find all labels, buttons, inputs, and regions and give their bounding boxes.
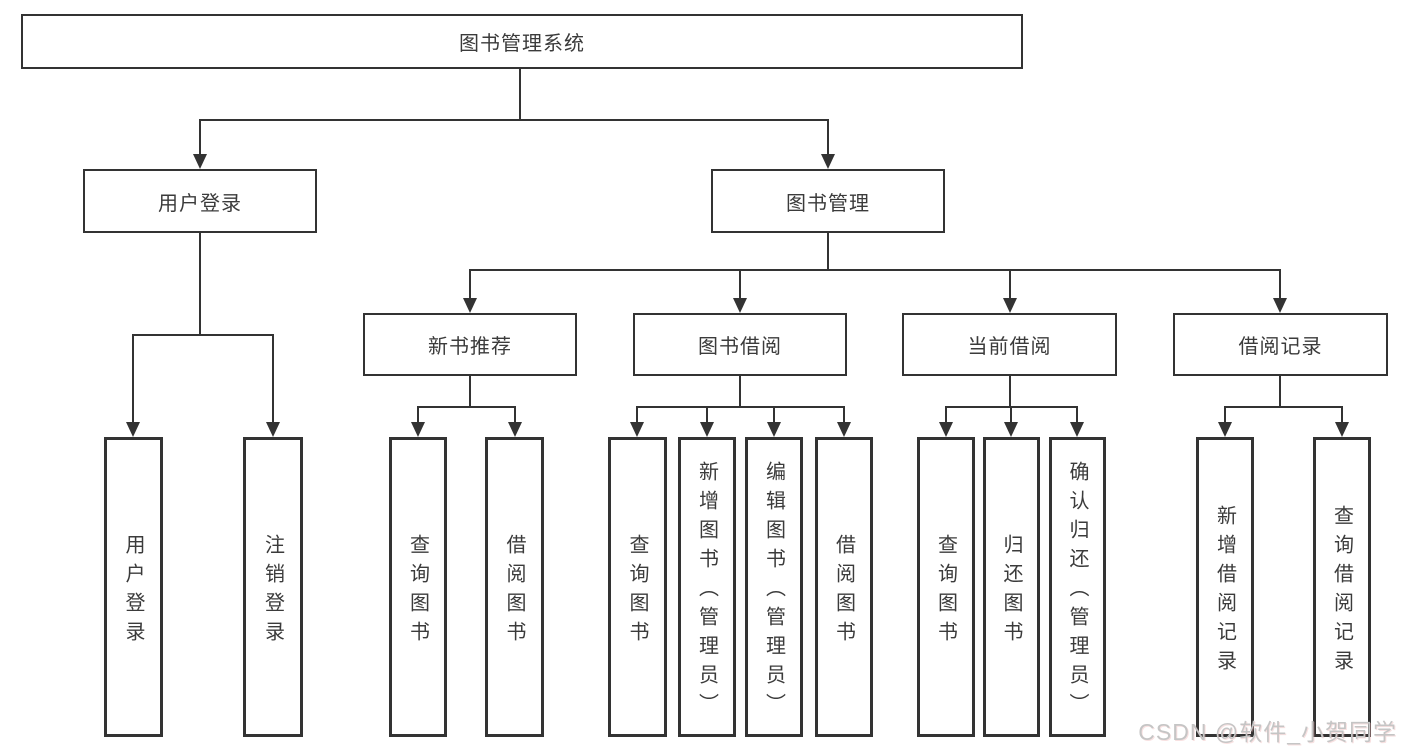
arrowhead-icon <box>1273 298 1287 313</box>
node-leaf-nb-borrow: 借阅图书 <box>485 437 544 737</box>
leaf-label: 借阅图书 <box>832 533 855 650</box>
arrowhead-icon <box>1335 422 1349 437</box>
node-user-login: 用户登录 <box>83 169 317 233</box>
node-current-borrow-label: 当前借阅 <box>967 336 1052 358</box>
connector-line <box>1009 376 1011 408</box>
arrowhead-icon <box>1070 422 1084 437</box>
node-user-login-label: 用户登录 <box>158 192 242 215</box>
node-leaf-bb-edit: 编辑图书（管理员） <box>745 437 803 737</box>
arrowhead-icon <box>767 422 781 437</box>
connector-line <box>843 406 845 424</box>
connector-line <box>132 334 134 424</box>
leaf-label: 查询图书 <box>406 533 429 650</box>
arrowhead-icon <box>266 422 280 437</box>
connector-line <box>469 376 471 408</box>
leaf-label: 归还图书 <box>1000 533 1022 650</box>
connector-line <box>1224 406 1343 408</box>
node-current-borrow: 当前借阅 <box>902 313 1117 376</box>
connector-line <box>469 269 1280 271</box>
connector-line <box>1010 406 1012 424</box>
connector-line <box>514 406 516 424</box>
connector-line <box>636 406 638 424</box>
arrowhead-icon <box>411 422 425 437</box>
connector-line <box>1341 406 1343 424</box>
leaf-label: 注销登录 <box>261 533 284 650</box>
connector-line <box>417 406 516 408</box>
connector-line <box>827 119 829 156</box>
leaf-label: 查询图书 <box>626 533 648 650</box>
connector-line <box>636 406 845 408</box>
connector-line <box>706 406 708 424</box>
node-leaf-bb-query: 查询图书 <box>608 437 667 737</box>
node-root-label: 图书管理系统 <box>459 33 585 55</box>
arrowhead-icon <box>700 422 714 437</box>
leaf-label: 新增图书（管理员） <box>695 461 718 722</box>
node-new-book-rec: 新书推荐 <box>363 313 577 376</box>
node-leaf-bb-borrow: 借阅图书 <box>815 437 873 737</box>
node-leaf-br-query: 查询借阅记录 <box>1313 437 1371 737</box>
arrowhead-icon <box>1004 422 1018 437</box>
connector-line <box>773 406 775 424</box>
leaf-label: 用户登录 <box>122 533 144 650</box>
csdn-watermark: CSDN @软件_小贺同学 <box>1138 719 1397 745</box>
connector-line <box>132 334 273 336</box>
node-leaf-nb-query: 查询图书 <box>389 437 447 737</box>
connector-line <box>1279 376 1281 408</box>
connector-line <box>469 269 471 300</box>
connector-line <box>519 69 521 120</box>
node-book-borrow-label: 图书借阅 <box>698 336 782 358</box>
connector-line <box>199 119 201 156</box>
connector-line <box>739 376 741 408</box>
arrowhead-icon <box>508 422 522 437</box>
connector-line <box>1279 269 1281 300</box>
node-book-borrow: 图书借阅 <box>633 313 847 376</box>
connector-line <box>827 233 829 271</box>
node-leaf-cb-confirm: 确认归还（管理员） <box>1049 437 1106 737</box>
node-leaf-logout: 注销登录 <box>243 437 303 737</box>
node-leaf-cb-return: 归还图书 <box>983 437 1040 737</box>
leaf-label: 查询图书 <box>934 533 957 650</box>
node-new-book-rec-label: 新书推荐 <box>428 336 512 358</box>
node-borrow-records-label: 借阅记录 <box>1238 336 1323 358</box>
arrowhead-icon <box>463 298 477 313</box>
connector-line <box>739 269 741 300</box>
arrowhead-icon <box>1218 422 1232 437</box>
node-leaf-user-login: 用户登录 <box>104 437 163 737</box>
connector-line <box>945 406 947 424</box>
arrowhead-icon <box>821 154 835 169</box>
node-borrow-records: 借阅记录 <box>1173 313 1388 376</box>
node-book-mgmt-label: 图书管理 <box>786 192 870 215</box>
leaf-label: 编辑图书（管理员） <box>762 461 785 722</box>
arrowhead-icon <box>837 422 851 437</box>
node-root: 图书管理系统 <box>21 14 1023 69</box>
connector-line <box>199 119 829 121</box>
arrowhead-icon <box>126 422 140 437</box>
arrowhead-icon <box>1003 298 1017 313</box>
node-leaf-bb-add: 新增图书（管理员） <box>678 437 736 737</box>
connector-line <box>417 406 419 424</box>
leaf-label: 查询借阅记录 <box>1330 504 1353 679</box>
arrowhead-icon <box>193 154 207 169</box>
node-book-mgmt: 图书管理 <box>711 169 945 233</box>
connector-line <box>1076 406 1078 424</box>
leaf-label: 确认归还（管理员） <box>1066 461 1088 722</box>
arrowhead-icon <box>939 422 953 437</box>
node-leaf-cb-query: 查询图书 <box>917 437 975 737</box>
arrowhead-icon <box>733 298 747 313</box>
arrowhead-icon <box>630 422 644 437</box>
connector-line <box>199 233 201 336</box>
node-leaf-br-add: 新增借阅记录 <box>1196 437 1254 737</box>
connector-line <box>1009 269 1011 300</box>
leaf-label: 新增借阅记录 <box>1213 504 1236 679</box>
connector-line <box>1224 406 1226 424</box>
connector-line <box>272 334 274 424</box>
leaf-label: 借阅图书 <box>503 533 525 650</box>
